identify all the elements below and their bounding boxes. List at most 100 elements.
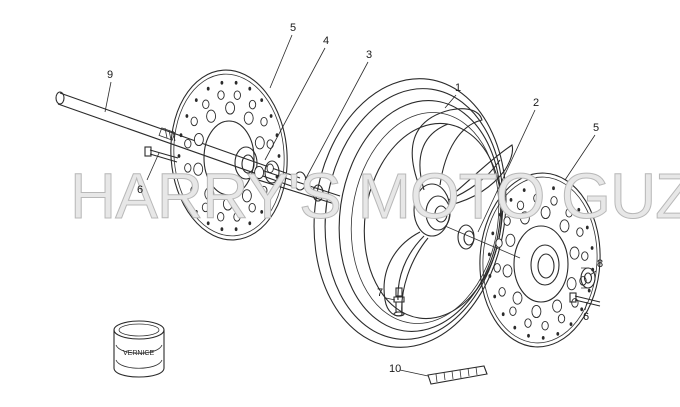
disc-hole [220,80,224,85]
screw-right [569,292,601,307]
disc-hole [550,196,558,206]
disc-hole [565,208,573,218]
disc-hole [248,86,252,91]
disc-hole [587,288,591,293]
disc-hole [505,233,516,247]
callout-9: 7 [377,287,383,299]
disc-hole [184,163,192,173]
disc-hole [217,90,225,100]
paint-tin-label: VERNICE [123,350,154,357]
axle-nut [580,267,596,289]
balance-weights [427,365,488,385]
disc-hole [243,111,254,125]
disc-hole [194,210,198,214]
disc-hole [519,211,530,225]
disc-hole [193,162,204,176]
tyre-valve [393,287,405,317]
brake-disc-right [479,172,601,348]
callout-5-left: 5 [290,22,296,34]
disc-hole [190,116,198,127]
disc-hole [206,109,217,123]
disc-hole [491,231,495,236]
disc-hole [225,101,236,115]
disc-hole [498,287,506,297]
disc-hole [493,294,497,299]
callout-7: 9 [107,69,113,81]
disc-hole [566,277,577,291]
disc-hole [524,318,532,328]
disc-hole [541,336,545,340]
callout-10: 10 [389,363,401,375]
disc-hole [269,194,273,198]
disc-hole [512,291,523,305]
disc-hole [559,219,570,233]
disc-hole [493,263,501,273]
disc-hole [233,212,241,222]
paint-tin: VERNICE [113,320,165,378]
wheel-rim [313,78,514,348]
disc-hole [556,332,560,336]
disc-hole [541,320,549,331]
disc-hole [540,205,551,220]
disc-hole [185,114,189,118]
disc-hole [537,184,541,189]
disc-hole [552,299,563,313]
disc-hole [260,210,264,214]
disc-hole [254,165,265,180]
leader-lines [104,34,597,377]
disc-hole [509,198,513,202]
callout-2: 2 [533,97,539,109]
disc-hole [533,193,541,204]
disc-hole [585,225,589,230]
disc-hole [184,138,192,149]
disc-hole [260,116,268,127]
disc-hole [580,307,584,312]
disc-hole [222,197,233,211]
disc-hole [488,274,492,278]
disc-hole [557,313,566,324]
disc-hole [194,98,198,102]
disc-hole [569,246,580,260]
disc-hole [177,154,181,158]
disc-hole [565,194,569,199]
spacer-left [264,160,307,191]
disc-hole [179,133,183,138]
disc-hole [248,202,256,213]
disc-hole [266,139,274,149]
disc-hole [201,202,210,213]
disc-hole [502,264,513,278]
disc-hole [277,154,281,158]
disc-hole [569,322,573,326]
disc-hole [190,185,198,196]
disc-hole [260,98,264,102]
disc-hole [495,238,503,248]
disc-hole [509,306,517,316]
disc-hole [590,246,594,250]
callout-3: 3 [366,49,372,61]
disc-hole [552,186,555,191]
disc-hole [581,251,589,261]
disc-hole [233,90,241,100]
disc-hole [571,298,579,308]
disc-hole [179,174,183,179]
disc-hole [531,304,542,319]
disc-hole [206,86,210,91]
disc-hole [217,212,225,222]
disc-hole [522,188,526,193]
disc-hole [260,185,268,196]
disc-hole [234,227,238,232]
brake-disc-left [170,69,288,241]
callout-4: 4 [323,35,329,47]
disc-hole [498,212,502,217]
disc-hole [220,227,224,232]
disc-hole [254,136,265,150]
callout-8: 8 [597,258,603,270]
disc-hole [241,189,252,203]
disc-hole [204,187,215,201]
callout-6-right: 6 [583,311,589,323]
disc-hole [193,132,204,147]
disc-hole [266,163,274,174]
screw-left [144,146,179,163]
